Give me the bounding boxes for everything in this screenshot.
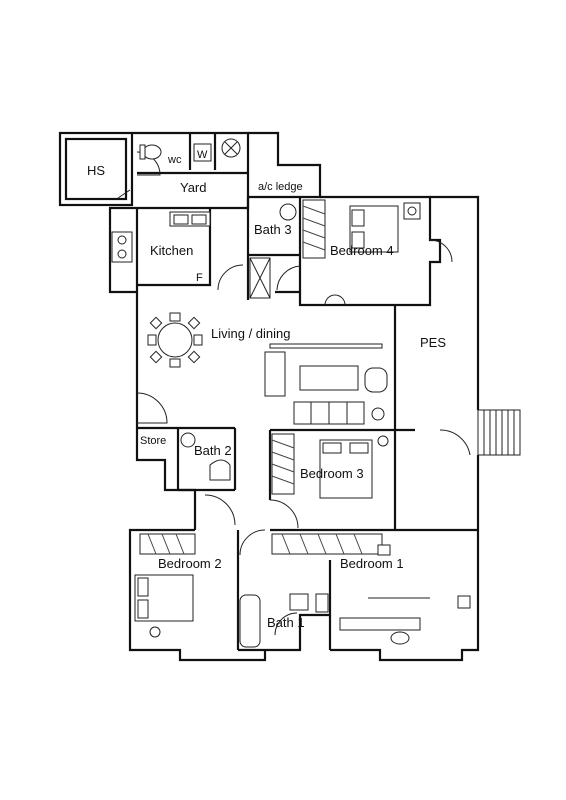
bedroom2-wardrobe-icon — [139, 533, 196, 555]
room-label-kitchen: Kitchen — [150, 243, 193, 258]
bath2-basin-icon — [180, 432, 196, 448]
bath3-basin-icon — [279, 203, 297, 221]
room-label-wc: wc — [167, 154, 182, 166]
room-label-yard: Yard — [180, 180, 207, 195]
coffee-table-icon — [299, 365, 359, 391]
room-label-washer: W — [197, 149, 208, 161]
fixtures — [111, 138, 521, 648]
stove-icon — [111, 231, 133, 263]
room-label-pes: PES — [420, 335, 446, 350]
room-label-bedroom2: Bedroom 2 — [158, 556, 222, 571]
bath2-toilet-icon — [209, 459, 231, 481]
washer-icon — [193, 143, 212, 162]
room-label-fridge: F — [196, 272, 203, 284]
room-label-bath1: Bath 1 — [267, 615, 305, 630]
room-label-bedroom4: Bedroom 4 — [330, 243, 394, 258]
sofa-icon — [264, 351, 286, 397]
room-label-bath2: Bath 2 — [194, 443, 232, 458]
room-label-bedroom1: Bedroom 1 — [340, 556, 404, 571]
room-labels: HS wc W Yard a/c ledge Kitchen F Bath 3 … — [87, 149, 446, 630]
bath1-bathtub-icon — [239, 594, 261, 648]
bedroom1-wardrobe-icon — [271, 533, 383, 555]
room-label-ac-ledge: a/c ledge — [258, 181, 303, 193]
room-label-store: Store — [140, 435, 166, 447]
bedroom1-bed-icon — [339, 617, 421, 631]
room-label-bath3: Bath 3 — [254, 222, 292, 237]
dining-table-icon — [157, 322, 193, 358]
room-label-hs: HS — [87, 163, 105, 178]
bedroom3-wardrobe-icon — [271, 433, 295, 495]
wc-toilet-icon — [142, 144, 162, 160]
room-label-bedroom3: Bedroom 3 — [300, 466, 364, 481]
outer-walls — [58, 131, 480, 662]
stairs-icon — [477, 409, 521, 456]
bath1-toilet-icon — [315, 593, 329, 613]
room-label-living: Living / dining — [211, 326, 291, 341]
doors — [117, 151, 471, 636]
bath1-basin-icon — [289, 593, 309, 611]
